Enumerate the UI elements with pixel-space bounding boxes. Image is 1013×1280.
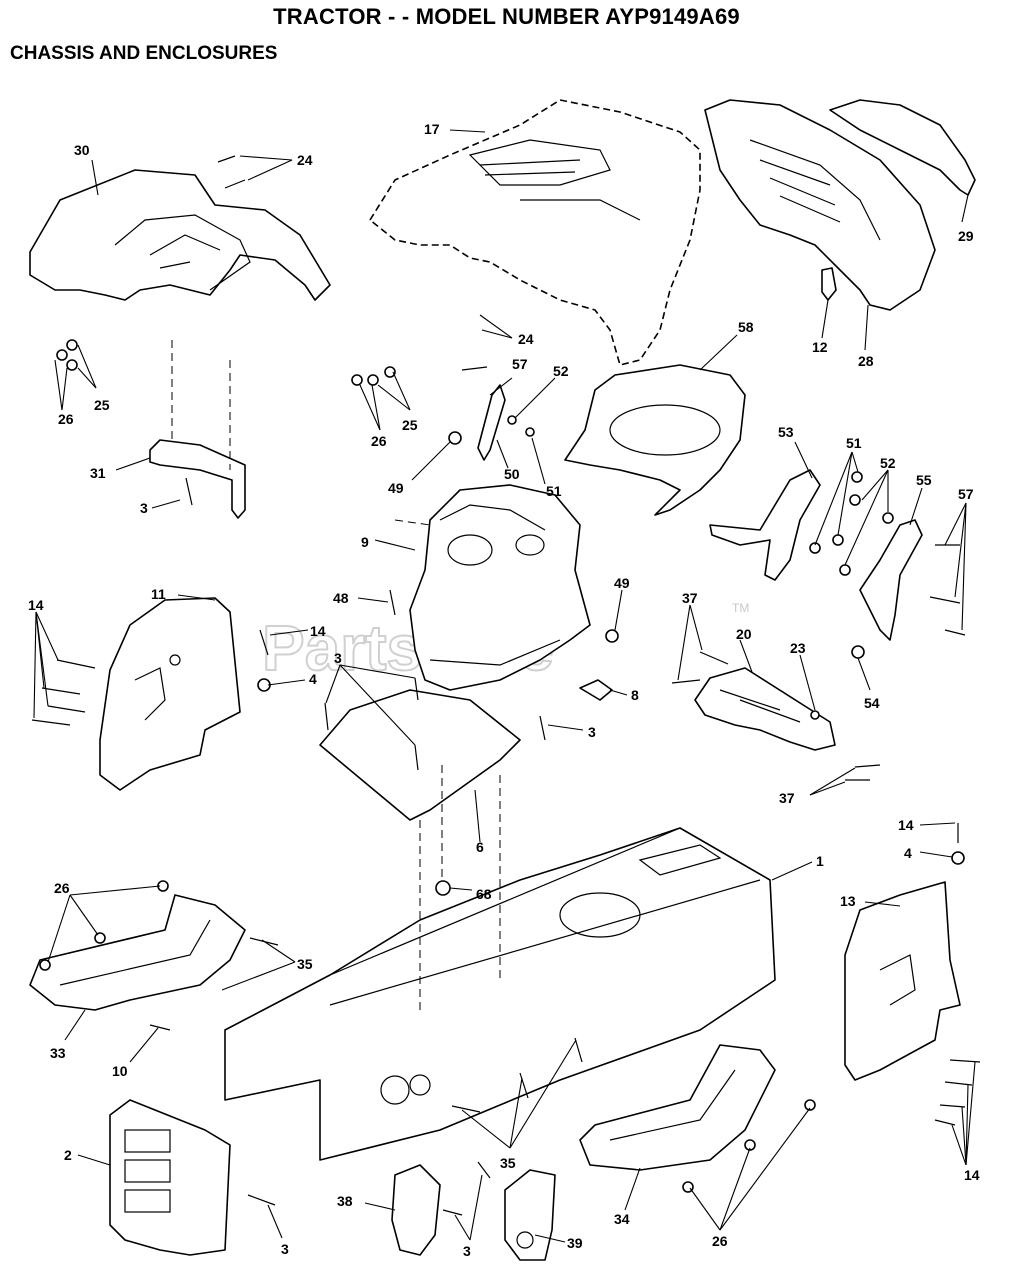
callout-51[interactable]: 51	[846, 435, 862, 451]
callout-6[interactable]: 6	[476, 839, 484, 855]
part-31-bracket[interactable]	[149, 439, 246, 519]
leader-lines	[33, 129, 976, 1243]
callout-26[interactable]: 26	[371, 433, 387, 449]
callout-24[interactable]: 24	[518, 331, 534, 347]
callout-37[interactable]: 37	[682, 590, 698, 606]
callout-51[interactable]: 51	[546, 483, 562, 499]
callout-25[interactable]: 25	[94, 397, 110, 413]
callout-3[interactable]: 3	[281, 1241, 289, 1257]
callout-34[interactable]: 34	[614, 1211, 630, 1227]
part-1-frame[interactable]	[224, 827, 776, 1161]
callout-33[interactable]: 33	[50, 1045, 66, 1061]
callout-31[interactable]: 31	[90, 465, 106, 481]
callout-53[interactable]: 53	[778, 424, 794, 440]
callout-38[interactable]: 38	[337, 1193, 353, 1209]
part-34-footrest-right[interactable]	[579, 1044, 776, 1171]
callout-55[interactable]: 55	[916, 472, 932, 488]
callout-25[interactable]: 25	[402, 417, 418, 433]
part-50-bracket[interactable]	[477, 384, 506, 461]
callout-3[interactable]: 3	[463, 1243, 471, 1259]
part-9-dash-panel[interactable]	[409, 484, 591, 691]
callout-14[interactable]: 14	[310, 623, 326, 639]
callout-23[interactable]: 23	[790, 640, 806, 656]
part-53-bracket[interactable]	[709, 469, 821, 581]
part-13-side-panel-right[interactable]	[844, 881, 961, 1081]
part-2-front-plate[interactable]	[109, 1099, 231, 1256]
callout-14[interactable]: 14	[898, 817, 914, 833]
part-39-bracket[interactable]	[504, 1169, 556, 1261]
callout-35[interactable]: 35	[297, 956, 313, 972]
alignment-lines	[171, 340, 501, 1010]
callout-3[interactable]: 3	[334, 650, 342, 666]
part-29-nose-cap[interactable]	[829, 99, 976, 196]
callout-37[interactable]: 37	[779, 790, 795, 806]
callout-17[interactable]: 17	[424, 121, 440, 137]
callout-4[interactable]: 4	[309, 671, 317, 687]
callout-1[interactable]: 1	[816, 853, 824, 869]
callout-50[interactable]: 50	[504, 466, 520, 482]
callout-4[interactable]: 4	[904, 845, 912, 861]
callout-13[interactable]: 13	[840, 893, 856, 909]
callout-8[interactable]: 8	[631, 687, 639, 703]
callout-2[interactable]: 2	[64, 1147, 72, 1163]
callout-3[interactable]: 3	[140, 500, 148, 516]
part-17-hood[interactable]	[369, 99, 701, 366]
callout-labels: 17 30 24 24 29 12 28 58 25 26 25 26 57 5…	[28, 121, 980, 1259]
callout-48[interactable]: 48	[333, 590, 349, 606]
callout-54[interactable]: 54	[864, 695, 880, 711]
part-20-plate[interactable]	[694, 667, 836, 751]
callout-57[interactable]: 57	[958, 486, 974, 502]
callout-68[interactable]: 68	[476, 886, 492, 902]
page-title: TRACTOR - - MODEL NUMBER AYP9149A69	[273, 4, 740, 29]
callout-52[interactable]: 52	[553, 363, 569, 379]
hardware-fasteners	[31, 155, 981, 1216]
callout-14[interactable]: 14	[964, 1167, 980, 1183]
callout-10[interactable]: 10	[112, 1063, 128, 1079]
part-30-fender[interactable]	[29, 169, 331, 301]
part-38-bracket[interactable]	[391, 1164, 441, 1256]
callout-39[interactable]: 39	[567, 1235, 583, 1251]
callout-29[interactable]: 29	[958, 228, 974, 244]
callout-49[interactable]: 49	[614, 575, 630, 591]
part-12-clip[interactable]	[821, 267, 837, 301]
part-58-shield[interactable]	[564, 364, 746, 516]
part-28-grille[interactable]	[704, 99, 936, 311]
callout-28[interactable]: 28	[858, 353, 874, 369]
section-subtitle: CHASSIS AND ENCLOSURES	[10, 43, 278, 64]
callout-3[interactable]: 3	[588, 724, 596, 740]
callout-12[interactable]: 12	[812, 339, 828, 355]
callout-26[interactable]: 26	[712, 1233, 728, 1249]
callout-35[interactable]: 35	[500, 1155, 516, 1171]
part-33-footrest-left[interactable]	[29, 894, 246, 1011]
callout-9[interactable]: 9	[361, 534, 369, 550]
callout-49[interactable]: 49	[388, 480, 404, 496]
callout-26[interactable]: 26	[58, 411, 74, 427]
callout-24[interactable]: 24	[297, 152, 313, 168]
callout-57[interactable]: 57	[512, 356, 528, 372]
callout-26[interactable]: 26	[54, 880, 70, 896]
callout-30[interactable]: 30	[74, 142, 90, 158]
callout-11[interactable]: 11	[151, 586, 166, 602]
callout-52[interactable]: 52	[880, 455, 896, 471]
watermark-tm: TM	[732, 601, 749, 615]
part-11-side-panel-left[interactable]	[99, 597, 241, 791]
callout-14[interactable]: 14	[28, 597, 44, 613]
part-6-floor-plate[interactable]	[319, 689, 521, 821]
callout-20[interactable]: 20	[736, 626, 752, 642]
part-55-bracket[interactable]	[859, 519, 923, 641]
callout-58[interactable]: 58	[738, 319, 754, 335]
